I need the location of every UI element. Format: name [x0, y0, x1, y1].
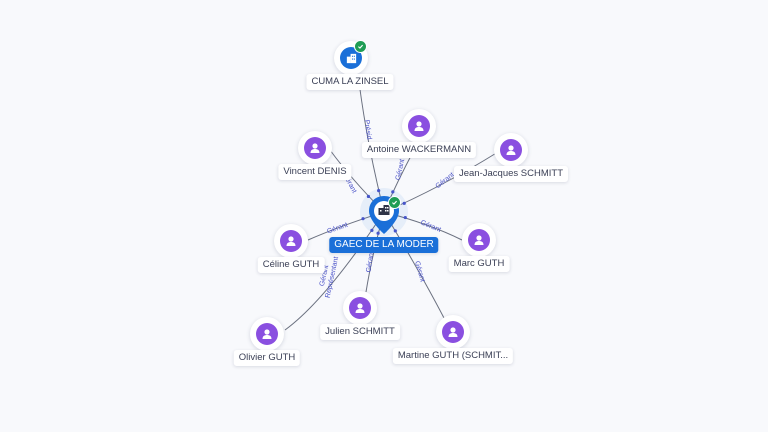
edge-arrow-schmitt_jj: [402, 201, 406, 205]
edge-label-martine: Gérant: [413, 260, 426, 283]
person-icon: [408, 115, 430, 137]
edge-arrow-denis: [366, 194, 371, 199]
company-building-icon: [340, 47, 362, 69]
person-node-olivier[interactable]: [250, 317, 284, 351]
edge-arrow-wackermann: [391, 190, 395, 194]
person-label-olivier[interactable]: Olivier GUTH: [233, 350, 301, 366]
edge-arrow-julien: [376, 231, 380, 235]
person-node-martine[interactable]: [436, 315, 470, 349]
person-icon: [304, 137, 326, 159]
edge-label-wackermann: Gérant: [395, 158, 406, 180]
company-label-cuma[interactable]: CUMA LA ZINSEL: [306, 74, 394, 90]
person-node-celine[interactable]: [274, 224, 308, 258]
person-label-martine[interactable]: Martine GUTH (SCHMIT...: [392, 348, 514, 364]
edge-arrow-celine: [361, 217, 365, 221]
edge-arrow-marc: [403, 215, 407, 220]
person-node-julien[interactable]: [343, 291, 377, 325]
person-icon: [500, 139, 522, 161]
edge-label-cuma: Présid: [363, 119, 373, 140]
company-node-cuma[interactable]: [334, 40, 368, 75]
edge-label-marc: Gérant: [419, 219, 442, 234]
verified-check-icon: [388, 196, 401, 209]
edge-label-celine: Gérant: [326, 222, 349, 236]
person-icon: [256, 323, 278, 345]
person-icon: [280, 230, 302, 252]
person-node-schmitt-jj[interactable]: [494, 133, 528, 167]
center-company-node[interactable]: [366, 194, 402, 238]
edge-arrow-cuma: [377, 189, 381, 193]
person-label-wackermann[interactable]: Antoine WACKERMANN: [361, 142, 477, 158]
person-label-schmitt-jj[interactable]: Jean-Jacques SCHMITT: [453, 166, 569, 182]
person-node-marc[interactable]: [462, 223, 496, 257]
edge-label-schmitt_jj: Gérant: [434, 171, 455, 190]
edge-label-julien: Gérant: [366, 251, 376, 273]
person-icon: [349, 297, 371, 319]
person-node-wackermann[interactable]: [402, 109, 436, 143]
edge-arrow-olivier: [370, 228, 374, 232]
person-node-denis[interactable]: [298, 131, 332, 165]
company-building-icon: [378, 205, 390, 215]
person-label-celine[interactable]: Céline GUTH: [257, 257, 325, 273]
person-icon: [442, 321, 464, 343]
person-label-julien[interactable]: Julien SCHMITT: [320, 324, 400, 340]
verified-check-icon: [354, 40, 367, 53]
person-icon: [468, 229, 490, 251]
center-company-label[interactable]: GAEC DE LA MODER: [329, 237, 439, 253]
edge-arrow-martine: [393, 229, 397, 233]
person-label-denis[interactable]: Vincent DENIS: [278, 164, 352, 180]
person-label-marc[interactable]: Marc GUTH: [448, 256, 510, 272]
